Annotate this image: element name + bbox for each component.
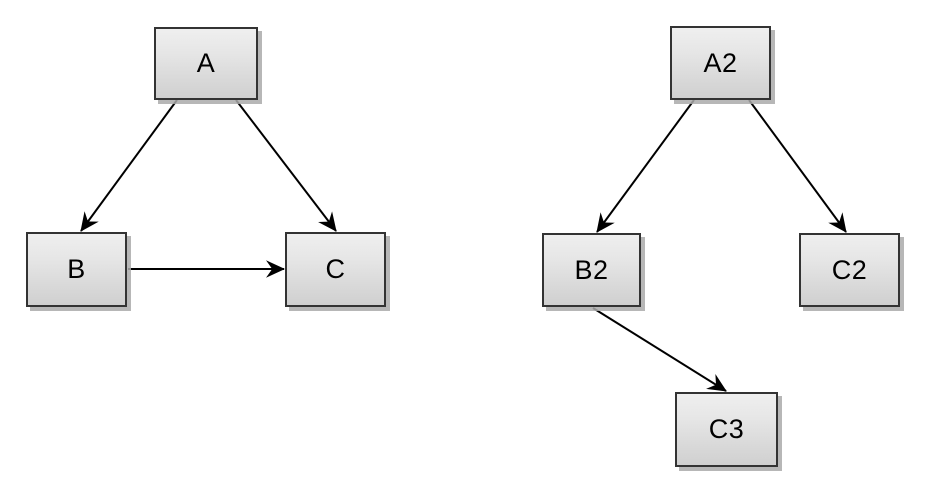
edge-a-c[interactable]: [235, 99, 337, 232]
edges: [80, 99, 847, 392]
node-label: A: [196, 48, 216, 78]
node-b2[interactable]: B2: [542, 233, 641, 307]
node-label: B2: [574, 254, 609, 285]
node-label: C2: [831, 254, 868, 285]
node-c[interactable]: C: [285, 232, 386, 307]
node-b[interactable]: B: [26, 232, 127, 307]
node-label: A2: [703, 47, 738, 78]
node-a2[interactable]: A2: [670, 26, 771, 100]
edge-a2-b2[interactable]: [596, 99, 695, 233]
edge-a-b[interactable]: [80, 99, 178, 232]
node-c3[interactable]: C3: [675, 392, 778, 467]
node-label: B: [67, 254, 86, 284]
node-a[interactable]: A: [154, 27, 258, 100]
node-label: C3: [708, 414, 745, 444]
node-c2[interactable]: C2: [799, 233, 900, 307]
edge-b2-c3[interactable]: [592, 307, 727, 392]
node-label: C: [325, 254, 346, 284]
edge-a2-c2[interactable]: [748, 99, 847, 233]
